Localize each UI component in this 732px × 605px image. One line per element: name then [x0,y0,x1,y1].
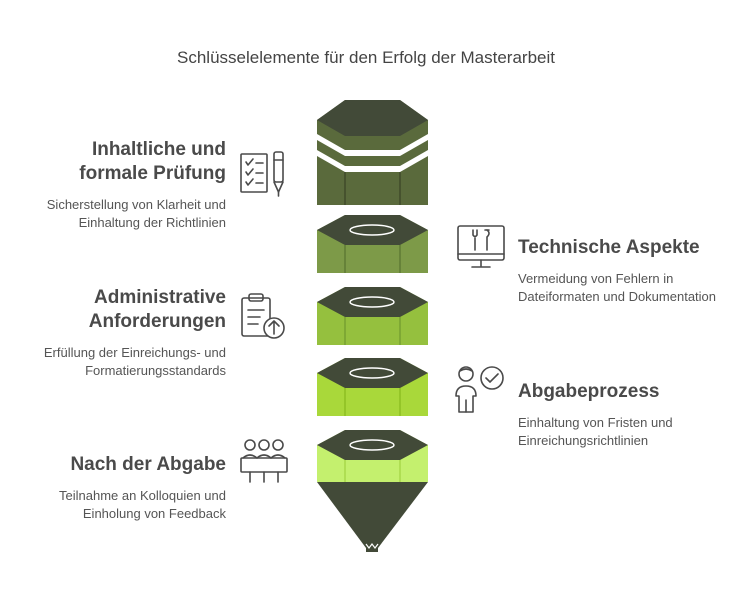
item-description: Erfüllung der Einreichungs- und Formatie… [43,345,226,378]
item-inhaltliche-pruefung: Inhaltliche und formale Prüfung Sicherst… [40,138,226,232]
diagram-title: Schlüsselelemente für den Erfolg der Mas… [177,48,555,67]
monitor-tools-icon [457,225,505,268]
item-heading: Technische Aspekte [518,237,700,258]
cone-tip [317,482,428,552]
level-3-hexagon [317,287,428,345]
item-technische-aspekte: Technische Aspekte Vermeidung von Fehler… [518,236,718,306]
item-heading: Abgabeprozess [518,381,660,402]
item-heading: Nach der Abgabe [70,454,226,475]
item-abgabeprozess: Abgabeprozess Einhaltung von Fristen und… [518,380,718,450]
item-heading: Inhaltliche und formale Prüfung [79,139,226,184]
item-description: Einhaltung von Fristen und Einreichungsr… [518,415,673,448]
item-description: Vermeidung von Fehlern in Dateiformaten … [518,271,717,304]
level-4-hexagon [317,358,428,416]
item-nach-der-abgabe: Nach der Abgabe Teilnahme an Kolloquien … [20,453,226,523]
group-meeting-icon [240,439,288,483]
level-2-hexagon [317,215,428,273]
item-description: Teilnahme an Kolloquien und Einholung vo… [59,488,226,521]
item-administrative-anforderungen: Administrative Anforderungen Erfüllung d… [40,286,226,380]
level-5-hexagon [317,430,428,482]
item-description: Sicherstellung von Klarheit und Einhaltu… [46,197,226,230]
level-1-hexagon [317,100,428,205]
person-check-icon [455,366,504,413]
item-heading: Administrative Anforderungen [88,287,226,332]
clipboard-upload-icon [241,293,285,339]
checklist-pen-icon [240,151,284,197]
